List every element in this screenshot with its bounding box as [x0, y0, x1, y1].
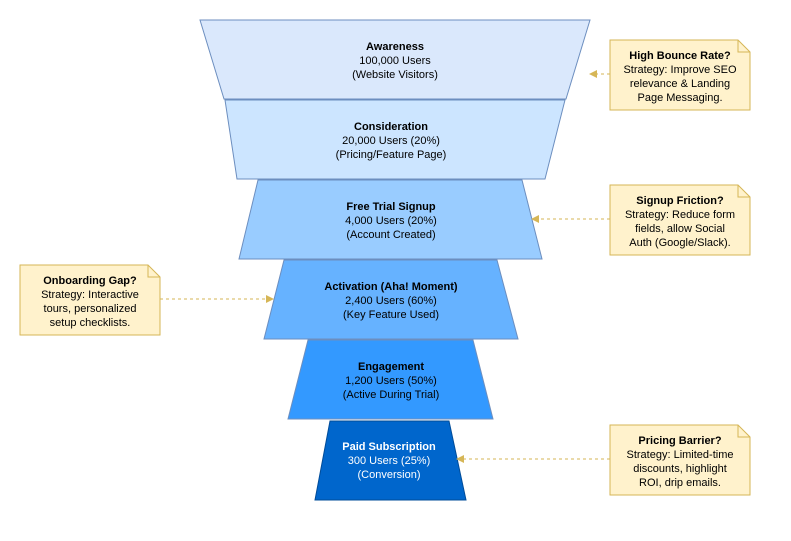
note-shape — [609, 39, 751, 111]
note-title: Pricing Barrier? — [638, 435, 721, 447]
funnel-stage-consideration[interactable]: Consideration 20,000 Users (20%) (Pricin… — [224, 99, 566, 180]
note-fold — [737, 185, 750, 198]
stage-description: (Pricing/Feature Page) — [336, 149, 447, 161]
stage-count: 4,000 Users (20%) — [345, 215, 437, 227]
stage-title: Consideration — [354, 121, 428, 133]
funnel-stage-awareness[interactable]: Awareness 100,000 Users (Website Visitor… — [199, 19, 591, 100]
stage-shape — [263, 259, 519, 340]
stage-title: Activation (Aha! Moment) — [324, 281, 458, 293]
note-shape — [609, 184, 751, 256]
note-fold — [737, 425, 750, 438]
stage-title: Awareness — [366, 41, 424, 53]
note-onboarding-gap[interactable]: Onboarding Gap? Strategy: Interactive to… — [19, 264, 161, 336]
note-high-bounce-rate[interactable]: High Bounce Rate? Strategy: Improve SEO … — [609, 39, 751, 111]
stage-shape — [199, 19, 591, 100]
stage-description: (Website Visitors) — [352, 69, 438, 81]
note-title: Signup Friction? — [636, 195, 724, 207]
stage-title: Engagement — [358, 361, 424, 373]
stage-shape — [224, 99, 566, 180]
note-text: Strategy: Reduce form — [625, 209, 735, 221]
note-text: Page Messaging. — [638, 92, 723, 104]
note-title: High Bounce Rate? — [629, 50, 731, 62]
stage-shape — [314, 420, 467, 501]
stage-title: Free Trial Signup — [346, 201, 436, 213]
stage-count: 1,200 Users (50%) — [345, 375, 437, 387]
note-text: fields, allow Social — [635, 223, 725, 235]
stage-count: 2,400 Users (60%) — [345, 295, 437, 307]
stage-description: (Key Feature Used) — [343, 309, 439, 321]
note-shape — [19, 264, 161, 336]
stage-description: (Active During Trial) — [343, 389, 440, 401]
note-text: Strategy: Interactive — [41, 289, 139, 301]
stage-description: (Account Created) — [346, 229, 435, 241]
funnel-stage-engagement[interactable]: Engagement 1,200 Users (50%) (Active Dur… — [287, 339, 494, 420]
note-text: Strategy: Limited-time — [627, 449, 734, 461]
note-text: relevance & Landing — [630, 78, 730, 90]
stage-description: (Conversion) — [358, 469, 421, 481]
funnel-stage-activation[interactable]: Activation (Aha! Moment) 2,400 Users (60… — [263, 259, 519, 340]
note-text: Strategy: Improve SEO — [623, 64, 737, 76]
note-title: Onboarding Gap? — [43, 275, 137, 287]
note-fold — [147, 265, 160, 278]
stage-shape — [287, 339, 494, 420]
note-text: discounts, highlight — [633, 463, 727, 475]
stage-shape — [238, 179, 543, 260]
funnel-stage-free-trial-signup[interactable]: Free Trial Signup 4,000 Users (20%) (Acc… — [238, 179, 543, 260]
note-text: setup checklists. — [50, 317, 131, 329]
note-shape — [609, 424, 751, 496]
note-text: ROI, drip emails. — [639, 477, 721, 489]
stage-count: 100,000 Users — [359, 55, 431, 67]
funnel-stage-paid-subscription[interactable]: Paid Subscription 300 Users (25%) (Conve… — [314, 420, 467, 501]
note-text: tours, personalized — [44, 303, 137, 315]
stage-count: 300 Users (25%) — [348, 455, 431, 467]
note-fold — [737, 40, 750, 53]
note-signup-friction[interactable]: Signup Friction? Strategy: Reduce form f… — [609, 184, 751, 256]
note-pricing-barrier[interactable]: Pricing Barrier? Strategy: Limited-time … — [609, 424, 751, 496]
note-text: Auth (Google/Slack). — [629, 237, 731, 249]
stage-count: 20,000 Users (20%) — [342, 135, 440, 147]
stage-title: Paid Subscription — [342, 441, 436, 453]
